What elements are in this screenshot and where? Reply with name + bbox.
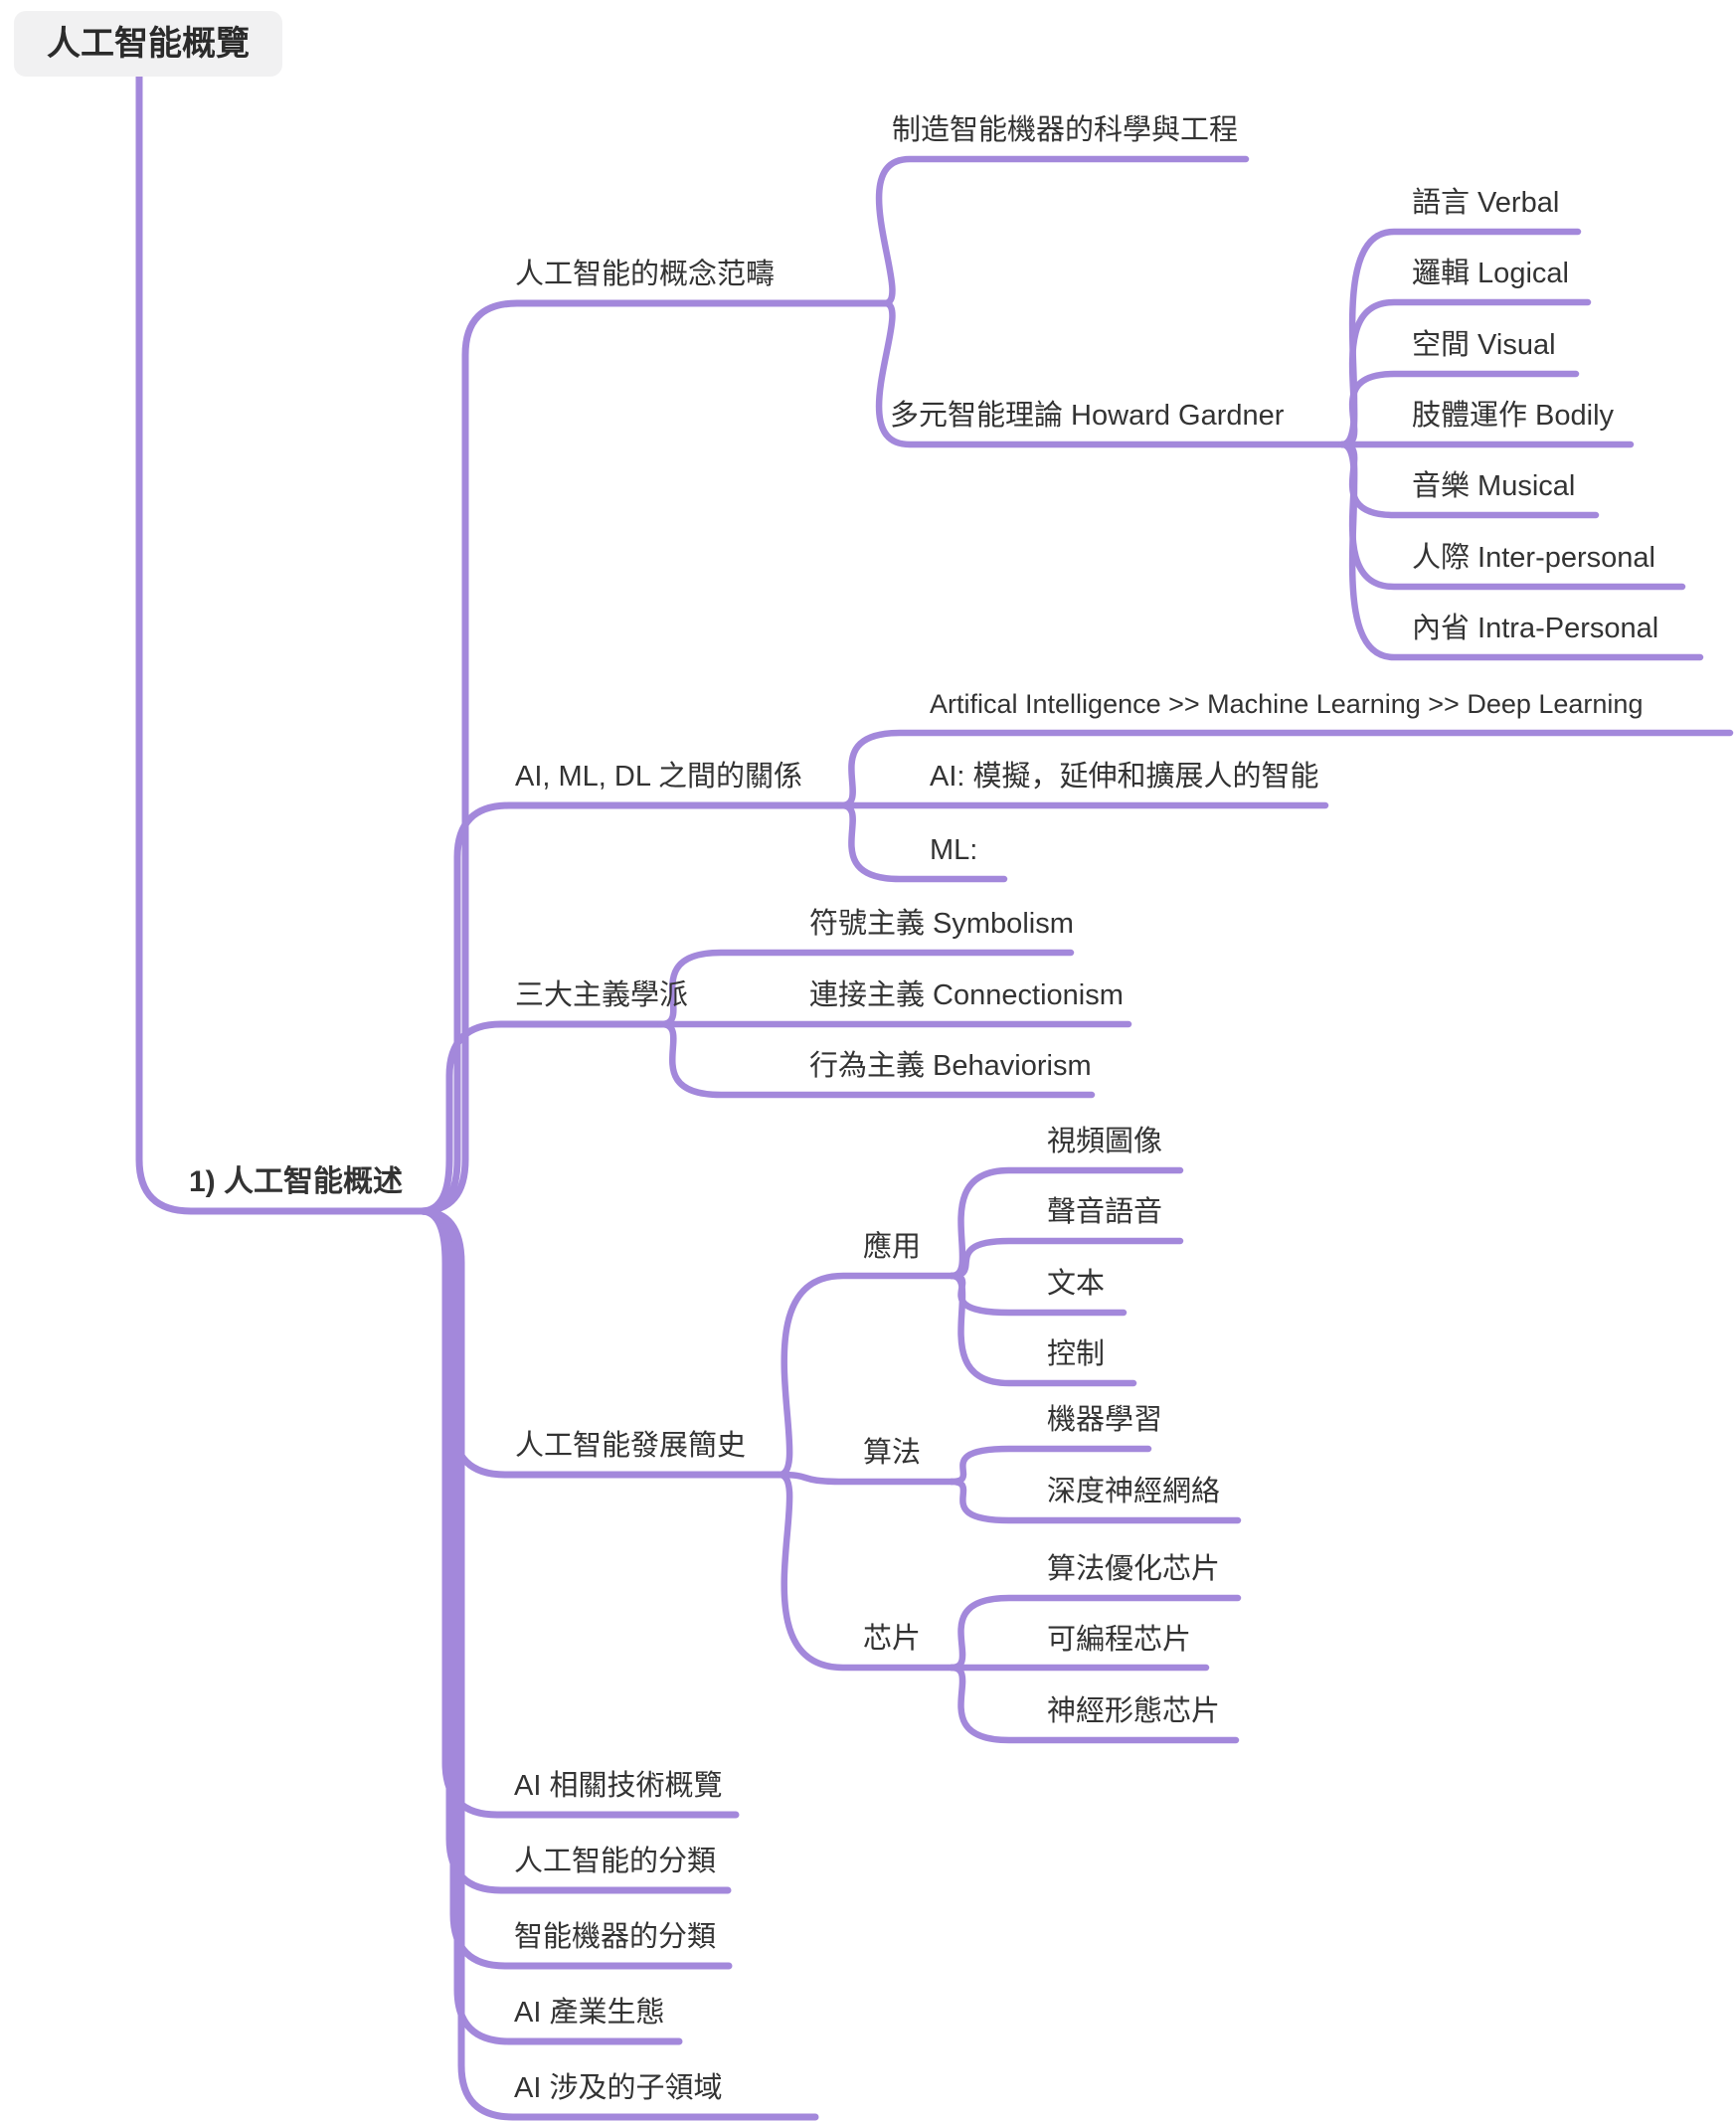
topic-intelligence-musical[interactable]: 音樂 Musical	[1412, 470, 1576, 502]
topic-overview[interactable]: 1) 人工智能概述	[189, 1165, 404, 1198]
connector-schools-behaviorism	[657, 1020, 1096, 1099]
connector-relation-chain	[837, 729, 1734, 809]
connector-overview-tech	[418, 1207, 740, 1819]
root-topic[interactable]: 人工智能概覽	[14, 11, 282, 77]
topic-chip-programmable[interactable]: 可編程芯片	[1047, 1624, 1192, 1656]
topic-chip-neuromorphic[interactable]: 神經形態芯片	[1047, 1695, 1221, 1727]
topic-related-tech[interactable]: AI 相關技術概覽	[514, 1770, 723, 1802]
topic-concept-definition[interactable]: 制造智能機器的科學與工程	[892, 114, 1239, 146]
connector-relation-mldef	[837, 801, 1008, 883]
topic-ai-subfields[interactable]: AI 涉及的子領域	[514, 2072, 723, 2104]
connector-root-overview	[135, 73, 426, 1215]
connector-concept-gardner	[875, 299, 1346, 448]
topic-application[interactable]: 應用	[863, 1231, 922, 1263]
topic-intelligence-visual[interactable]: 空間 Visual	[1412, 329, 1556, 361]
connector-overview-schools	[418, 1020, 665, 1215]
topic-application-text[interactable]: 文本	[1047, 1268, 1106, 1300]
connector-overview-subfields	[418, 1207, 819, 2121]
topic-intelligence-bodily[interactable]: 肢體運作 Bodily	[1412, 400, 1615, 432]
topic-intelligence-verbal[interactable]: 語言 Verbal	[1412, 187, 1560, 219]
connector-application-video	[948, 1166, 1184, 1280]
topic-ai-history[interactable]: 人工智能發展簡史	[515, 1430, 747, 1462]
connector-gardner-visual	[1338, 370, 1580, 448]
topic-machine-classification[interactable]: 智能機器的分類	[514, 1921, 717, 1953]
topic-chip[interactable]: 芯片	[863, 1623, 922, 1655]
topic-application-control[interactable]: 控制	[1047, 1338, 1106, 1370]
connector-application-control	[948, 1272, 1137, 1387]
topic-application-audio[interactable]: 聲音語音	[1047, 1196, 1163, 1228]
connector-schools-symbolism	[657, 949, 1075, 1028]
topic-intelligence-interpersonal[interactable]: 人際 Inter-personal	[1412, 542, 1655, 574]
topic-deep-neural-network[interactable]: 深度神經網絡	[1047, 1476, 1221, 1507]
connector-history-algorithm	[776, 1471, 955, 1486]
topic-ai-ml-dl-chain[interactable]: Artifical Intelligence >> Machine Learni…	[930, 689, 1644, 719]
connector-concept-science	[875, 155, 1250, 307]
connector-chip-opt	[948, 1594, 1242, 1672]
topic-application-video[interactable]: 視頻圖像	[1047, 1126, 1163, 1157]
topic-ai-definition[interactable]: AI: 模擬，延伸和擴展人的智能	[930, 761, 1319, 793]
topic-three-schools[interactable]: 三大主義學派	[515, 979, 689, 1011]
topic-algorithm[interactable]: 算法	[863, 1437, 922, 1469]
topic-ai-classification[interactable]: 人工智能的分類	[514, 1846, 717, 1877]
topic-intelligence-intrapersonal[interactable]: 內省 Intra-Personal	[1412, 613, 1659, 644]
topic-behaviorism[interactable]: 行為主義 Behaviorism	[809, 1050, 1092, 1082]
topic-ai-industry[interactable]: AI 產業生態	[514, 1997, 665, 2029]
topic-intelligence-logical[interactable]: 邏輯 Logical	[1412, 258, 1569, 289]
topic-chip-optimized[interactable]: 算法優化芯片	[1047, 1553, 1221, 1585]
connector-history-chip	[776, 1471, 955, 1672]
topic-ai-ml-dl-relation[interactable]: AI, ML, DL 之間的關係	[515, 761, 802, 793]
topic-concept-scope[interactable]: 人工智能的概念范疇	[515, 259, 776, 290]
connector-algorithm-dnn	[948, 1478, 1242, 1524]
topic-machine-learning[interactable]: 機器學習	[1047, 1404, 1163, 1436]
connector-history-application	[776, 1272, 955, 1479]
connector-chip-neuro	[948, 1664, 1240, 1744]
topic-ml-definition[interactable]: ML:	[930, 834, 978, 866]
topic-gardner-theory[interactable]: 多元智能理論 Howard Gardner	[890, 400, 1285, 432]
connector-gardner-intra	[1338, 441, 1704, 661]
topic-connectionism[interactable]: 連接主義 Connectionism	[809, 979, 1124, 1011]
topic-symbolism[interactable]: 符號主義 Symbolism	[809, 908, 1074, 940]
